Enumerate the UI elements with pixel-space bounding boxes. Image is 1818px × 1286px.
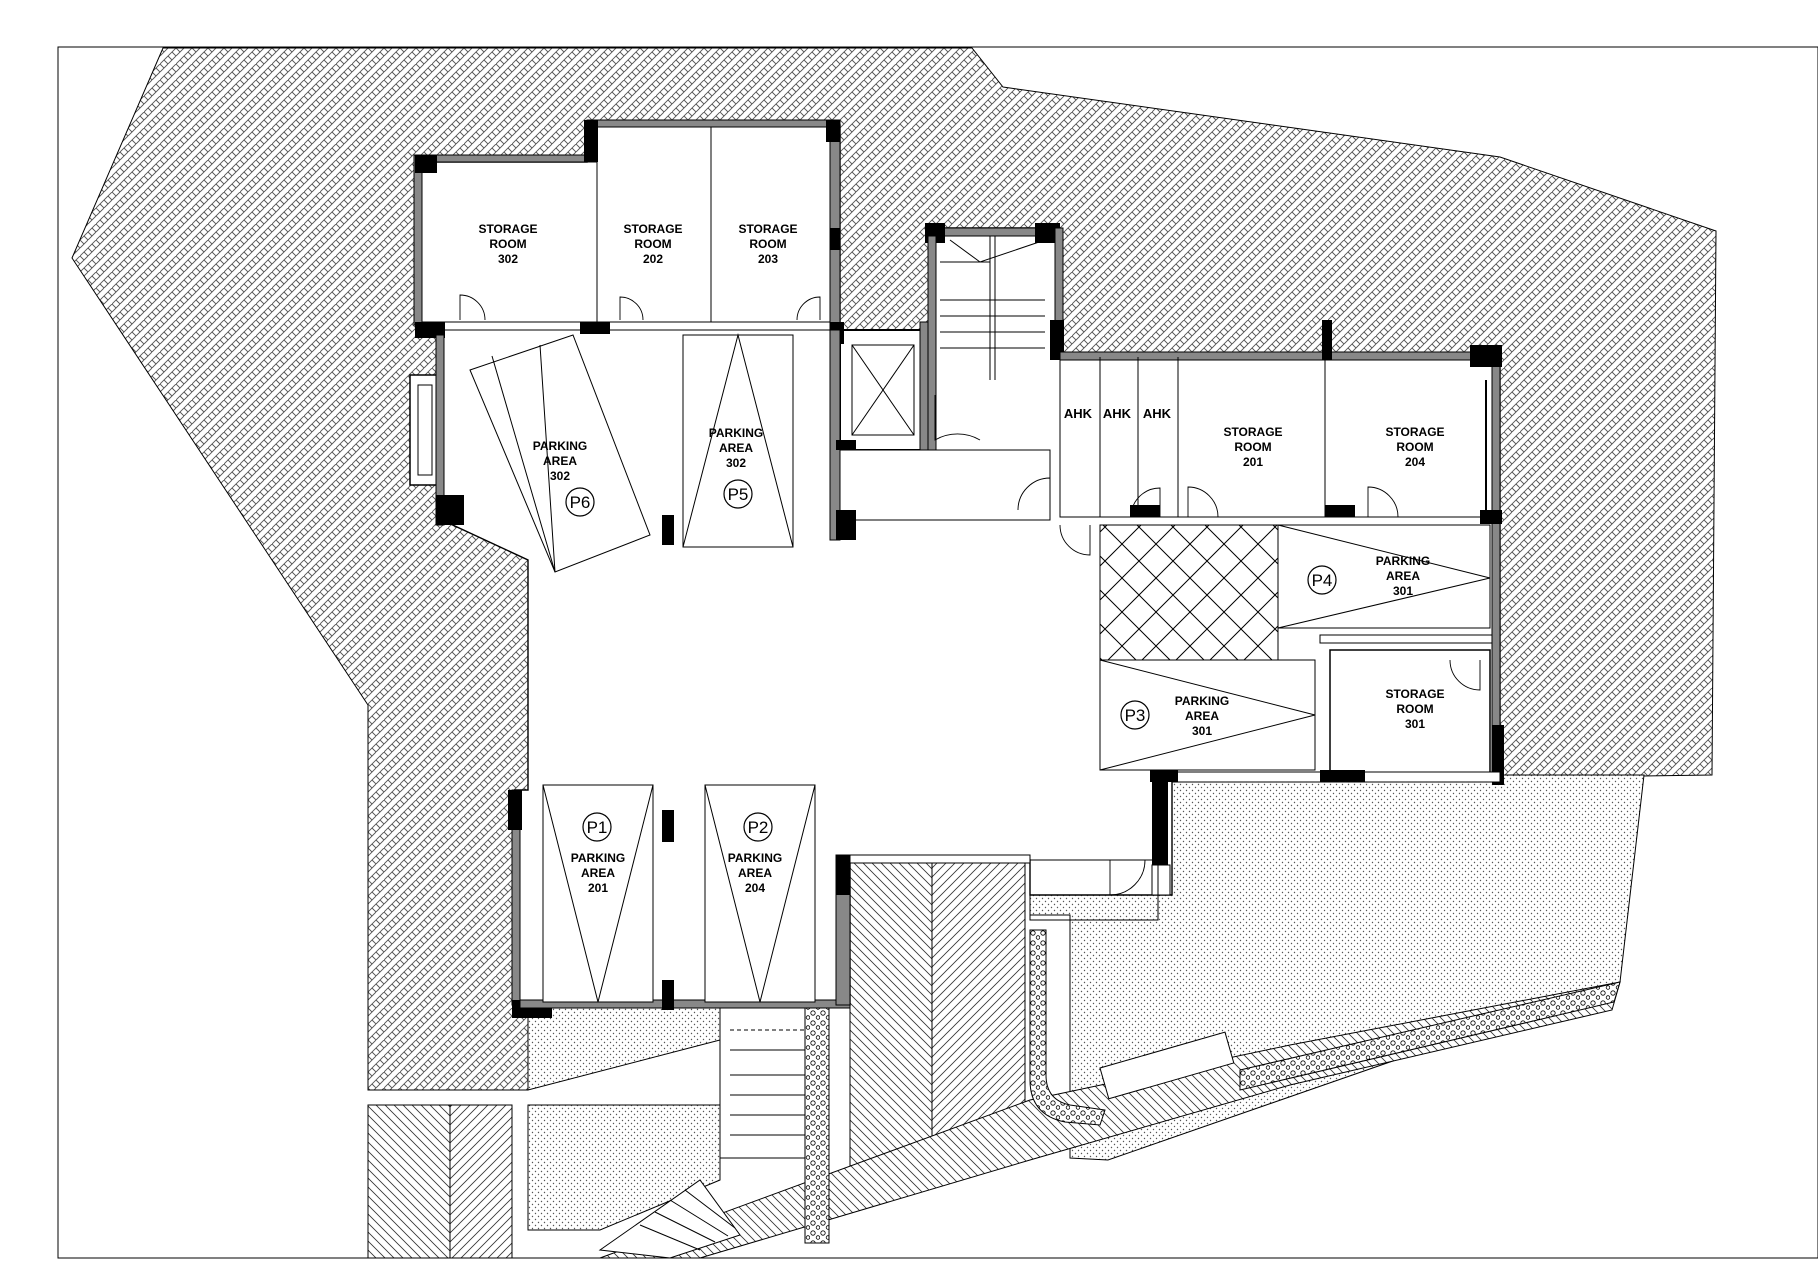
parking-code-circle [723, 479, 753, 509]
ramp-hatch-3 [367, 1104, 451, 1259]
lower-stair [598, 1007, 830, 1259]
ahk-label: AHK [1103, 406, 1132, 421]
storage-block-top [413, 119, 841, 338]
sheet-frame [57, 46, 1818, 1259]
ahk-labels: AHK AHK AHK [1064, 406, 1172, 421]
ahk-label: AHK [1064, 406, 1093, 421]
ramp-hatch-4 [449, 1104, 513, 1259]
parking-code: P2 [748, 818, 769, 837]
storage-301-block [1150, 634, 1504, 785]
ahk-label: AHK [1143, 406, 1172, 421]
parking-code-circle [1120, 700, 1150, 730]
parking-code: P6 [570, 493, 591, 512]
core [829, 223, 1064, 541]
parking-code-circle [582, 812, 612, 842]
parking-code: P5 [728, 485, 749, 504]
parking-code: P3 [1125, 706, 1146, 725]
pebble-border [1029, 929, 1106, 1126]
parking-code: P4 [1312, 571, 1333, 590]
parking-bays [469, 333, 1491, 1003]
parking-code-circle [1307, 565, 1337, 595]
corridor [836, 449, 1051, 540]
terrain-dotted-bottom [527, 1104, 721, 1231]
parking-code-circle [743, 812, 773, 842]
parking-code: P1 [587, 818, 608, 837]
void-crosshatch [1099, 524, 1279, 666]
storage-block-right [1059, 320, 1502, 783]
pebble-strip [1239, 981, 1621, 1091]
lower-walls [508, 515, 1171, 1018]
parking-code-circle [565, 487, 595, 517]
terrain-dotted-left [527, 1004, 721, 1091]
bench [1099, 1031, 1235, 1100]
